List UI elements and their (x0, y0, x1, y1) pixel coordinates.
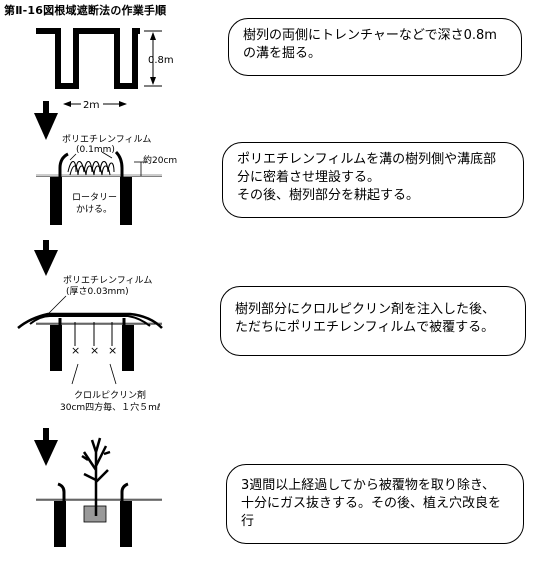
step3-description: 樹列部分にクロルピクリン剤を注入した後、 ただちにポリエチレンフィルムで被覆する… (220, 286, 526, 356)
depth-label: 0.8m (148, 55, 174, 66)
depth2-label: 約20cm (143, 154, 177, 166)
width-label: 2ｍ (83, 100, 99, 111)
chem-dose-label: 30cm四方毎、１穴５mℓ (60, 401, 161, 413)
step3-injection-illustration: × × × ポリエチレンフィルム (厚さ0.03mm) クロルピクリン剤 30c… (17, 275, 163, 413)
film2-thickness-label: (厚さ0.03mm) (66, 286, 129, 297)
rotary-label-1: ロータリー を (72, 192, 129, 203)
film2-label: ポリエチレンフィルム (63, 275, 152, 286)
svg-text:×: × (71, 344, 80, 357)
figure-title: 第Ⅱ-16図根域遮断法の作業手順 (4, 4, 167, 17)
step2-description: ポリエチレンフィルムを溝の樹列側や溝底部 分に密着させ埋設する。 その後、樹列部… (222, 142, 524, 218)
step1-trench-illustration: 0.8m 2ｍ (36, 28, 174, 111)
down-arrow-icon (34, 428, 58, 466)
down-arrow-icon (34, 240, 58, 276)
step1-description: 樹列の両側にトレンチャーなどで深さ0.8m の溝を掘る。 (228, 18, 522, 76)
step2-film-illustration: ポリエチレンフィルム (0.1mm) 約20cm ロータリー を かける。 (36, 134, 177, 225)
film1-label: ポリエチレンフィルム (62, 134, 151, 145)
down-arrow-icon (34, 101, 58, 140)
svg-text:×: × (90, 344, 99, 357)
step4-planting-illustration (36, 437, 162, 547)
svg-text:×: × (108, 344, 117, 357)
chem-label: クロルピクリン剤 (74, 389, 146, 401)
film1-thickness-label: (0.1mm) (76, 145, 115, 155)
step4-description: 3週間以上経過してから被覆物を取り除き、 十分にガス抜きする。その後、植え穴改良… (226, 464, 524, 544)
rotary-label-2: かける。 (76, 204, 112, 215)
